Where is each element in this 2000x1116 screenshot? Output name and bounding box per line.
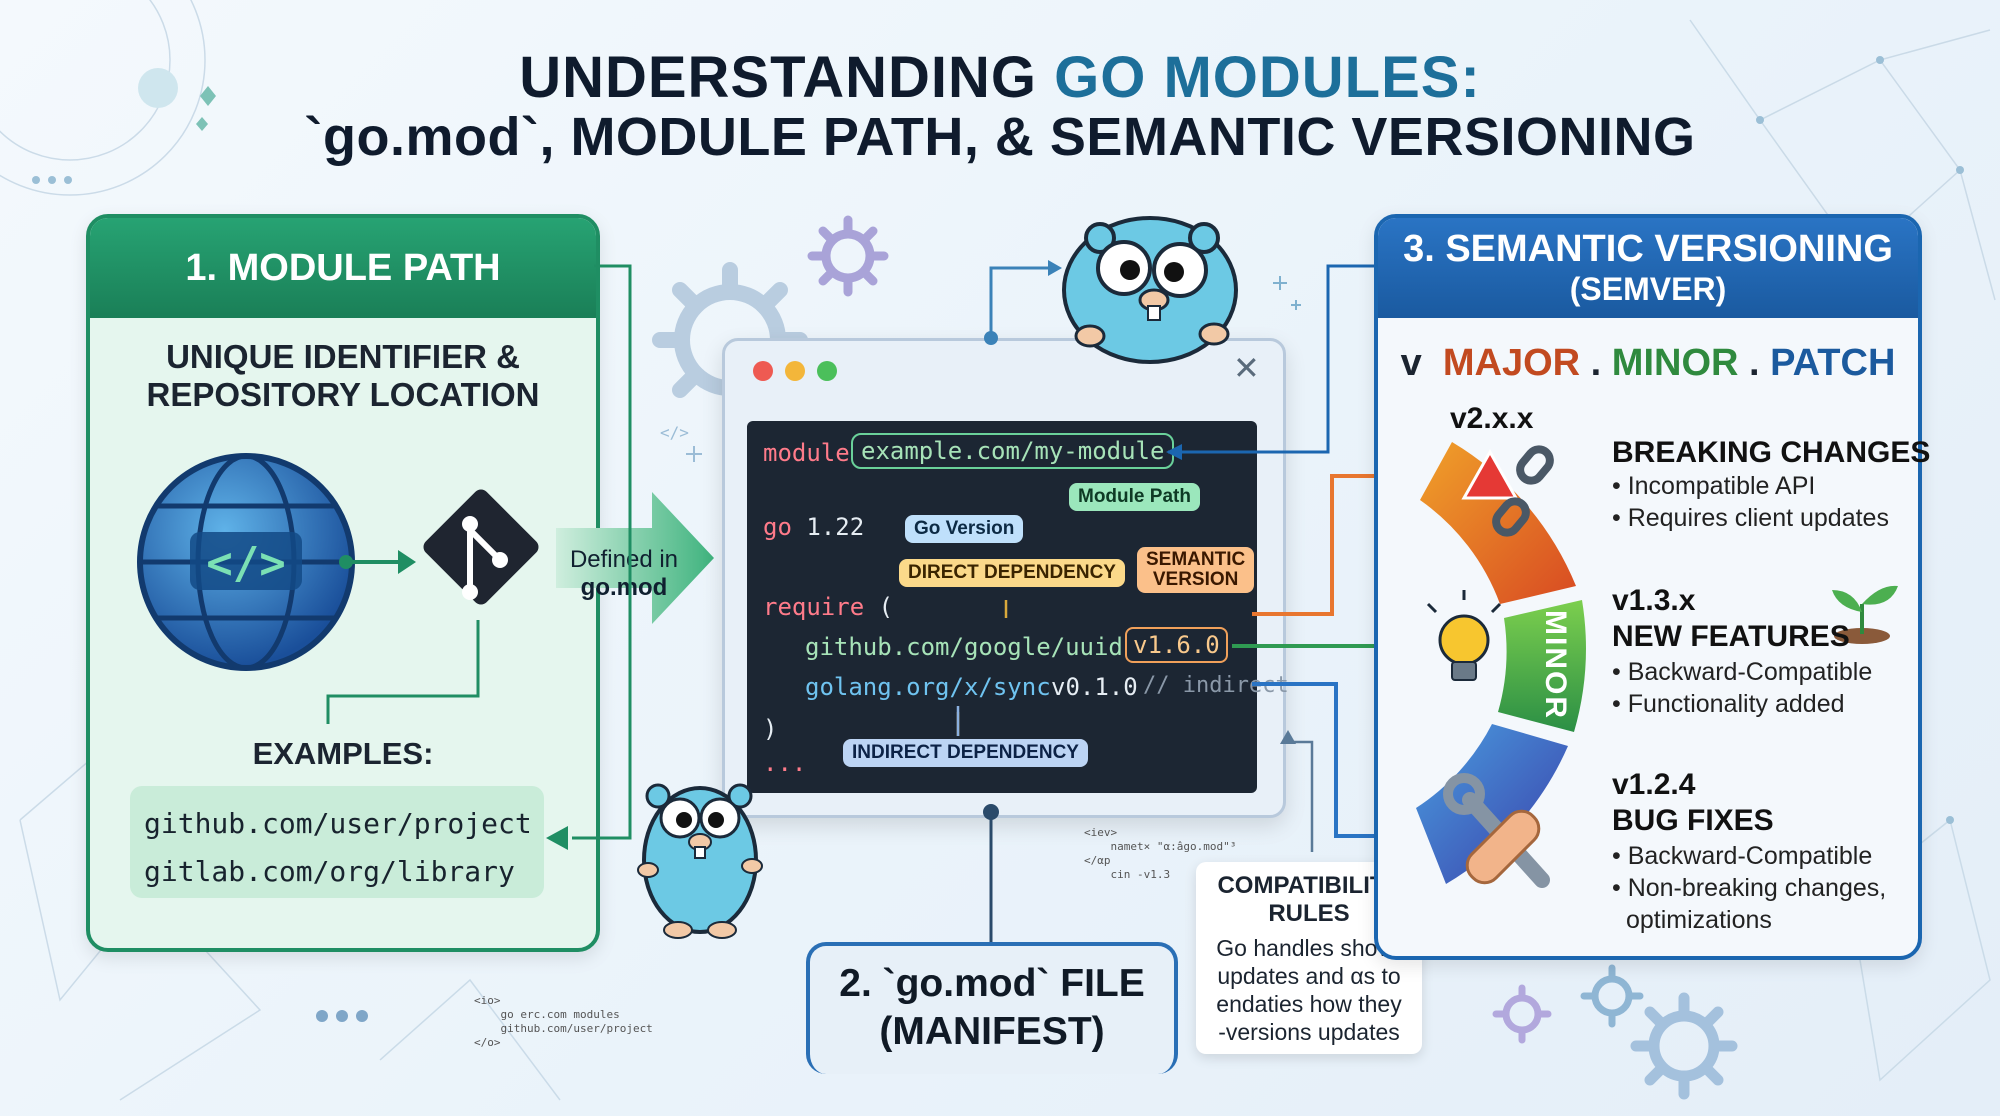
patch-version: v1.2.4 bbox=[1612, 768, 1696, 801]
indirect-comment: // indirect bbox=[1143, 673, 1289, 698]
window-minimize-dot[interactable] bbox=[785, 361, 805, 381]
indirect-dependency-path: golang.org/x/sync bbox=[805, 673, 1051, 701]
module-path-panel: 1. MODULE PATH UNIQUE IDENTIFIER & REPOS… bbox=[86, 214, 600, 952]
example-item: github.com/user/project bbox=[144, 807, 532, 840]
direct-dependency-path: github.com/google/uuid bbox=[805, 633, 1123, 661]
minor-version: v1.3.x bbox=[1612, 584, 1696, 617]
minor-arc-label: MINOR bbox=[1539, 610, 1572, 720]
patch-bullet: optimizations bbox=[1626, 906, 1772, 934]
page-title-line1: UNDERSTANDING GO MODULES: bbox=[519, 45, 1481, 110]
major-version: v2.x.x bbox=[1450, 402, 1534, 435]
major-bullet: • Requires client updates bbox=[1612, 504, 1889, 532]
minor-title: NEW FEATURES bbox=[1612, 620, 1850, 653]
go-mod-file-panel: 2. `go.mod` FILE (MANIFEST) bbox=[806, 942, 1178, 1074]
major-bullet: • Incompatible API bbox=[1612, 472, 1816, 500]
minor-bullet: • Backward-Compatible bbox=[1612, 658, 1873, 686]
code-editor: module example.com/my-module Module Path… bbox=[747, 421, 1289, 793]
dep2-version: v0.1.0 bbox=[1051, 673, 1138, 701]
go-version-tag: Go Version bbox=[905, 515, 1024, 543]
semantic-version-tag: SEMANTIC VERSION bbox=[1137, 547, 1255, 593]
code-snippet-mid: <iev> namet× "α:âgo.mod"³ </αp cin -v1.3 bbox=[1084, 826, 1237, 881]
gear-icon-bottom-right bbox=[1630, 992, 1738, 1100]
example-item: gitlab.com/org/library bbox=[144, 855, 515, 888]
dep1-version: v1.6.0 bbox=[1125, 627, 1228, 663]
gear-icon-small-right bbox=[1580, 964, 1644, 1028]
svg-text:</>: </> bbox=[660, 423, 689, 442]
gear-icon-small-purple bbox=[1492, 984, 1552, 1044]
semver-format: v MAJOR . MINOR . PATCH bbox=[1400, 342, 1896, 384]
direct-dependency-tag: DIRECT DEPENDENCY bbox=[899, 559, 1125, 587]
close-icon[interactable]: ✕ bbox=[1233, 349, 1260, 387]
gear-icon-purple bbox=[807, 215, 889, 297]
patch-title: BUG FIXES bbox=[1612, 804, 1774, 837]
patch-bullet: • Non-breaking changes, bbox=[1612, 874, 1887, 902]
window-close-dot[interactable] bbox=[753, 361, 773, 381]
indirect-dependency-tag: INDIRECT DEPENDENCY bbox=[843, 739, 1088, 767]
module-path-value: example.com/my-module bbox=[851, 433, 1175, 469]
page-title-line2: `go.mod`, MODULE PATH, & SEMANTIC VERSIO… bbox=[304, 107, 1696, 167]
window-maximize-dot[interactable] bbox=[817, 361, 837, 381]
major-title: BREAKING CHANGES bbox=[1612, 436, 1931, 469]
minor-bullet: • Functionality added bbox=[1612, 690, 1845, 718]
patch-bullet: • Backward-Compatible bbox=[1612, 842, 1873, 870]
examples-box: github.com/user/project gitlab.com/org/l… bbox=[130, 786, 544, 898]
go-mod-window: ✕ module example.com/my-module Module Pa… bbox=[722, 338, 1289, 818]
module-path-subtitle: UNIQUE IDENTIFIER & REPOSITORY LOCATION bbox=[146, 338, 540, 413]
examples-label: EXAMPLES: bbox=[252, 736, 434, 771]
defined-in-label: Defined in go.mod bbox=[569, 546, 679, 601]
code-snippet-left: <io> go erc.com modules github.com/user/… bbox=[474, 994, 653, 1049]
semver-heading: 3. SEMANTIC VERSIONING (SEMVER) bbox=[1378, 218, 1918, 318]
module-path-tag: Module Path bbox=[1069, 483, 1200, 511]
module-path-heading: 1. MODULE PATH bbox=[90, 218, 596, 318]
